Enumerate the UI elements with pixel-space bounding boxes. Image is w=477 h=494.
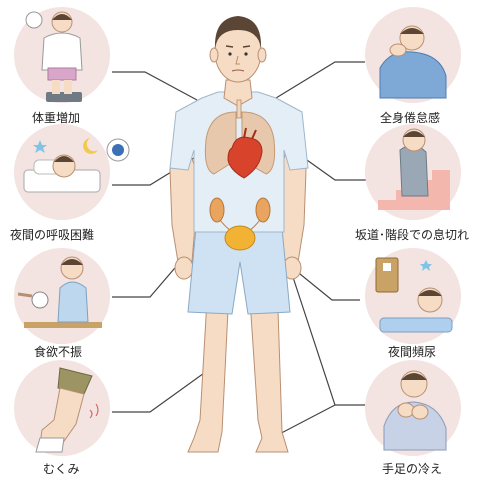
leader-cold-extremities-a <box>288 262 365 405</box>
vignette-fatigue <box>365 7 461 103</box>
label-weight-gain: 体重増加 <box>32 111 80 125</box>
leader-fatigue <box>276 62 365 98</box>
vignette-appetite-loss <box>14 248 110 344</box>
label-appetite-loss: 食欲不振 <box>34 345 82 359</box>
vignette-nocturia <box>365 248 461 344</box>
label-cold-extremities: 手足の冷え <box>382 462 442 476</box>
left-kidney <box>210 198 224 222</box>
label-nocturia: 夜間頻尿 <box>388 345 436 359</box>
left-hand <box>175 257 193 279</box>
right-ear <box>258 48 266 62</box>
right-kidney <box>256 198 270 222</box>
vignette-night-dyspnea <box>14 124 129 220</box>
label-fatigue: 全身倦怠感 <box>380 111 440 125</box>
body-figure <box>170 16 308 452</box>
left-ear <box>210 48 218 62</box>
label-night-dyspnea: 夜間の呼吸困難 <box>10 228 94 242</box>
leader-weight-gain <box>112 72 197 100</box>
vignette-weight-gain <box>14 7 110 103</box>
vignette-exertional-dyspnea <box>365 124 461 220</box>
left-leg <box>188 300 228 452</box>
label-edema: むくみ <box>43 462 79 476</box>
label-exertional-dyspnea: 坂道･階段での息切れ <box>355 228 469 242</box>
vignette-cold-extremities <box>365 360 461 456</box>
trachea <box>237 100 241 118</box>
bladder <box>225 226 255 250</box>
thought-bubble-icon <box>26 12 42 28</box>
vignette-edema <box>14 360 110 456</box>
right-leg <box>250 300 288 452</box>
